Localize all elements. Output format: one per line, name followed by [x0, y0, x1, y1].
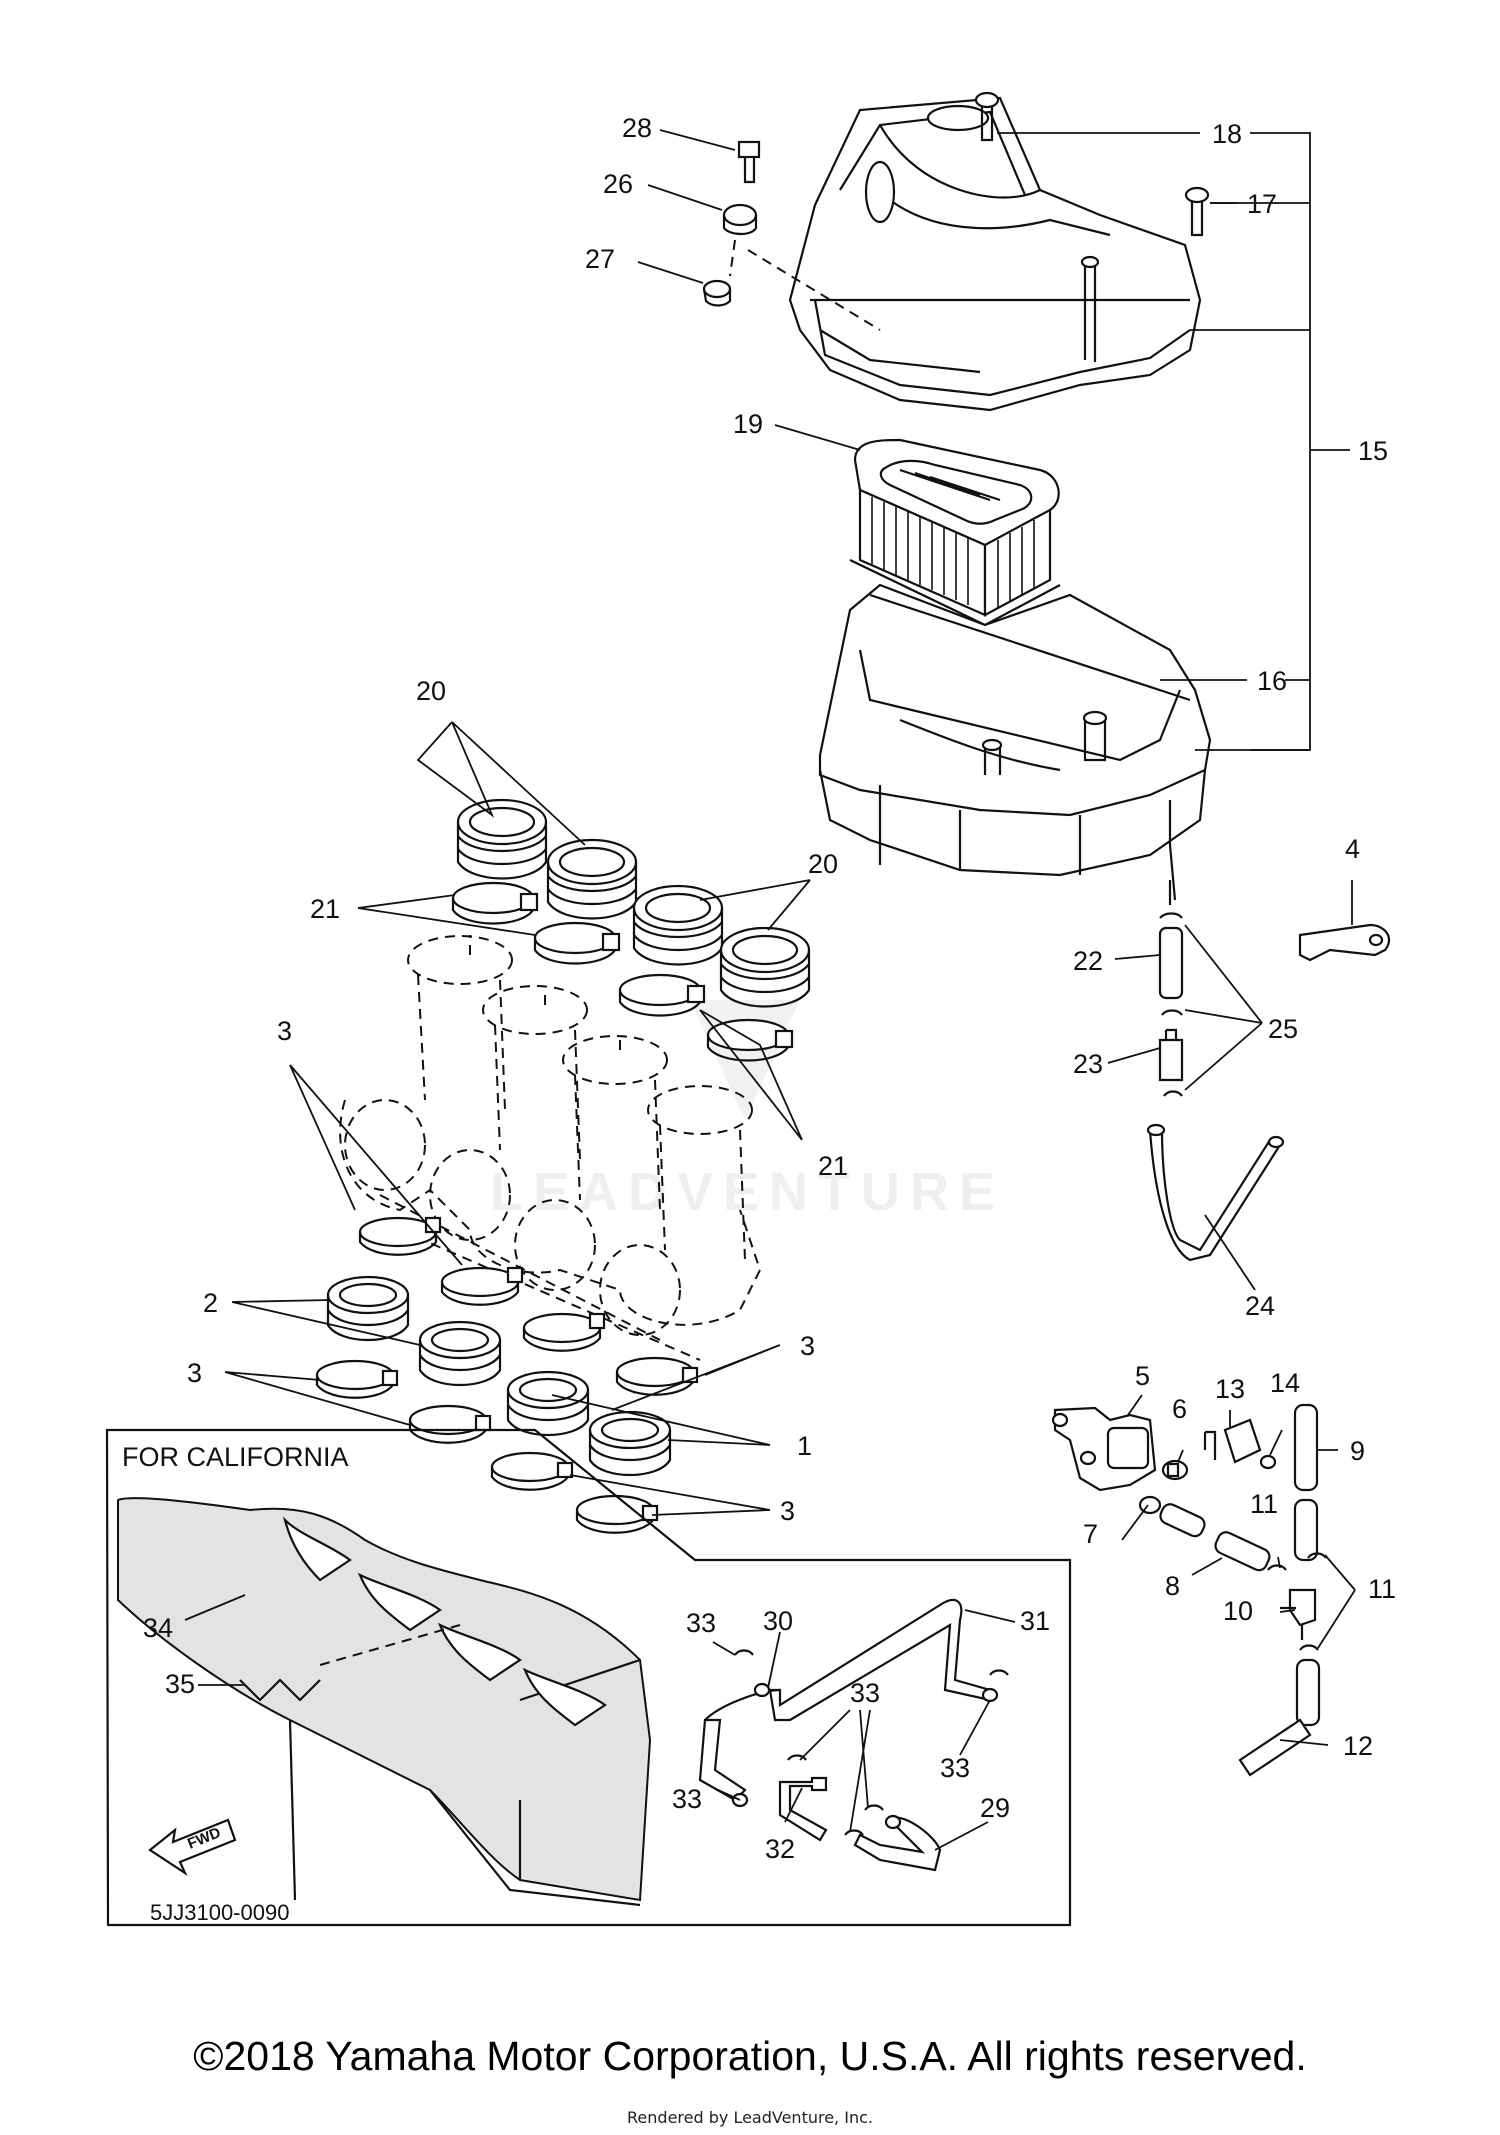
callout-label: 25: [1268, 1014, 1298, 1044]
callout-label: 13: [1215, 1374, 1245, 1404]
callout-label: 26: [603, 169, 633, 199]
callout-label: 11: [1368, 1574, 1396, 1604]
callout-label: 2: [203, 1288, 218, 1318]
callout-label: 19: [733, 409, 763, 439]
lid-screws: [974, 91, 1210, 237]
callout-label: 33: [686, 1608, 716, 1638]
drain-assembly: [1146, 880, 1391, 1262]
callout-label: 33: [850, 1678, 880, 1708]
lower-clamps: [315, 1359, 659, 1534]
callout-label: 14: [1270, 1368, 1300, 1398]
callout-label: 15: [1358, 436, 1388, 466]
drawing-code: 5JJ3100-0090: [150, 1900, 289, 1925]
callout-label: 1: [797, 1431, 812, 1461]
callout-label: 29: [980, 1793, 1010, 1823]
callout-label: 33: [940, 1753, 970, 1783]
joint-clamps: [451, 881, 794, 1062]
callout-label: 3: [780, 1496, 795, 1526]
callout-label: 30: [763, 1606, 793, 1636]
callout-label: 21: [818, 1151, 848, 1181]
air-filter-element: [849, 438, 1061, 627]
callout-label: 20: [808, 849, 838, 879]
callout-label: 6: [1172, 1394, 1187, 1424]
leader-lines: [184, 129, 1356, 1851]
callout-label: 7: [1083, 1519, 1098, 1549]
watermark-text: LEADVENTURE: [490, 1162, 1005, 1222]
callout-label: 33: [672, 1784, 702, 1814]
part-labels: 28 26 27 18 17 15 19 16 20 20 21 21 3 4 …: [143, 113, 1396, 1864]
lid-hardware: [702, 140, 881, 331]
callout-label: 22: [1073, 946, 1103, 976]
callout-label: 12: [1343, 1731, 1373, 1761]
callout-label: 17: [1247, 189, 1277, 219]
callout-label: 16: [1257, 666, 1287, 696]
callout-label: 3: [187, 1358, 202, 1388]
callout-label: 20: [416, 676, 446, 706]
callout-label: 23: [1073, 1049, 1103, 1079]
callout-label: 28: [622, 113, 652, 143]
callout-label: 18: [1212, 119, 1242, 149]
callout-label: 3: [277, 1016, 292, 1046]
inset-title: FOR CALIFORNIA: [122, 1442, 349, 1472]
callout-label: 11: [1250, 1489, 1278, 1519]
callout-label: 34: [143, 1613, 173, 1643]
carb-side-clamps: [358, 1216, 699, 1396]
callout-label: 9: [1350, 1436, 1365, 1466]
callout-label: 4: [1345, 834, 1360, 864]
callout-label: 5: [1135, 1361, 1150, 1391]
callout-label: 10: [1223, 1596, 1253, 1626]
callout-label: 27: [585, 244, 615, 274]
california-inset: FOR CALIFORNIA FWD: [105, 1428, 1072, 1927]
carb-joints: [326, 1275, 672, 1476]
air-induction-parts: [1051, 1403, 1327, 1777]
intake-joints: [456, 798, 811, 1008]
callout-label: 31: [1020, 1606, 1050, 1636]
callout-label: 3: [800, 1331, 815, 1361]
air-cleaner-case-top: [788, 96, 1202, 412]
callout-label: 32: [765, 1834, 795, 1864]
callout-label: 8: [1165, 1571, 1180, 1601]
callout-label: 35: [165, 1669, 195, 1699]
callout-label: 24: [1245, 1291, 1275, 1321]
copyright-notice: ©2018 Yamaha Motor Corporation, U.S.A. A…: [193, 2033, 1307, 2079]
rendered-by-notice: Rendered by LeadVenture, Inc.: [627, 2108, 873, 2127]
callout-label: 21: [310, 894, 340, 924]
air-cleaner-case-bottom: [818, 583, 1212, 901]
